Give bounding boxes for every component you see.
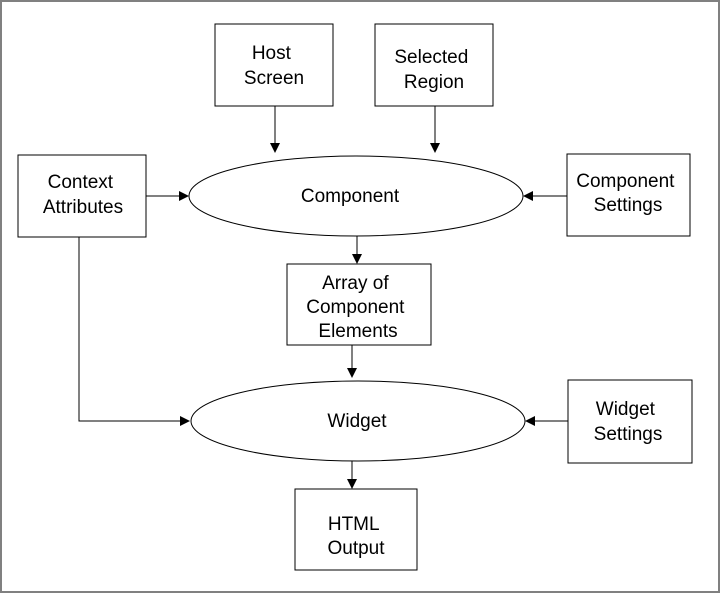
edge-host-screen-to-component — [270, 106, 280, 153]
edge-context-attributes-to-widget — [78, 237, 190, 426]
edges — [78, 106, 568, 489]
edge-context-attributes-to-component — [146, 191, 189, 201]
svg-text:Component: Component — [301, 186, 400, 207]
edge-widget-to-html-output — [347, 460, 357, 489]
node-widget: Widget — [190, 380, 526, 462]
svg-text:HTML Output: HTML Output — [327, 514, 385, 559]
edge-component-settings-to-component — [523, 191, 567, 201]
node-host-screen: Host Screen — [214, 23, 334, 107]
context-attributes-line-1: Context — [48, 172, 114, 193]
html-output-line-2: Output — [327, 538, 385, 559]
component-label: Component — [301, 186, 400, 207]
edge-array-to-widget — [347, 345, 357, 378]
component-settings-line-2: Settings — [594, 195, 663, 216]
svg-text:Component Settings: Component Settings — [576, 171, 680, 216]
edge-component-to-array — [352, 236, 362, 264]
svg-text:Widget Settings: Widget Settings — [594, 399, 663, 445]
widget-settings-line-2: Settings — [594, 424, 663, 445]
selected-region-line-2: Region — [404, 72, 464, 93]
context-attributes-line-2: Attributes — [43, 197, 123, 218]
widget-settings-line-1: Widget — [596, 399, 656, 420]
selected-region-line-1: Selected — [394, 47, 468, 68]
node-component: Component — [188, 155, 524, 237]
edge-widget-settings-to-widget — [525, 416, 568, 426]
svg-text:Host Screen: Host Screen — [244, 43, 304, 89]
node-context-attributes: Context Attributes — [17, 154, 147, 238]
svg-text:Widget: Widget — [327, 411, 387, 432]
html-output-line-1: HTML — [328, 514, 379, 535]
svg-text:Context Attributes: Context Attributes — [43, 172, 123, 218]
svg-text:Selected Region: Selected Region — [394, 47, 473, 93]
array-line-3: Elements — [318, 321, 397, 342]
array-line-2: Component — [306, 297, 405, 318]
array-line-1: Array of — [322, 273, 389, 294]
edge-selected-region-to-component — [430, 106, 440, 153]
svg-text:Array of Component: Array of Component Elements — [306, 273, 410, 342]
host-screen-line-2: Screen — [244, 68, 304, 89]
node-array-of-component-elements: Array of Component Elements — [286, 263, 432, 346]
host-screen-line-1: Host — [252, 43, 292, 64]
node-selected-region: Selected Region — [374, 23, 494, 107]
widget-label: Widget — [327, 411, 387, 432]
node-widget-settings: Widget Settings — [567, 379, 693, 464]
node-html-output: HTML Output — [294, 488, 418, 571]
node-component-settings: Component Settings — [566, 153, 691, 237]
component-settings-line-1: Component — [576, 171, 675, 192]
